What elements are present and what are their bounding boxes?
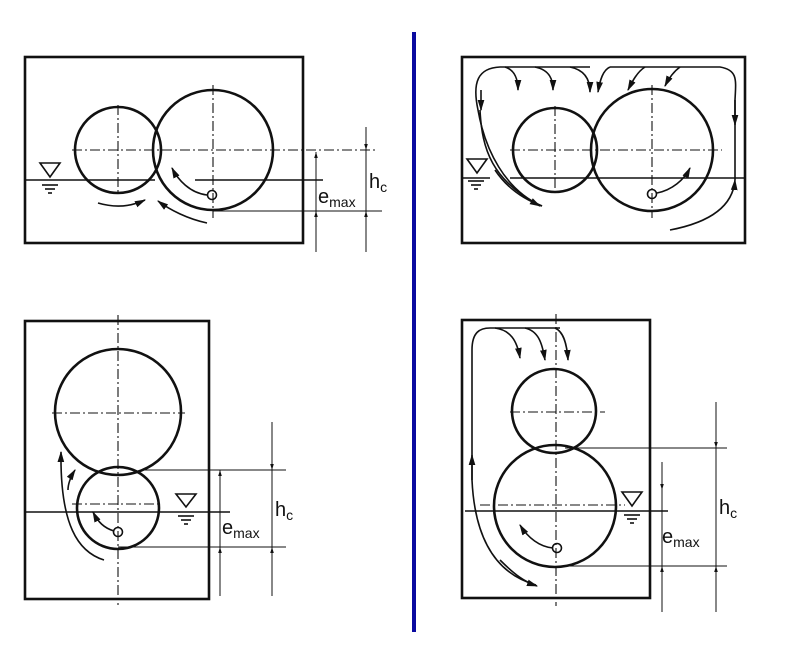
panel-top-right [460,55,747,245]
oil-level-symbol [465,158,489,190]
oil-level-symbol [620,491,644,524]
panel-top-left: hc emax [23,55,387,252]
emax-label: emax [222,517,260,541]
oil-level-symbol [38,162,62,194]
panel-bottom-left: hc emax [23,315,293,605]
hc-label: hc [719,497,737,521]
hc-label: hc [275,499,293,523]
emax-label: emax [662,526,700,550]
panel-bottom-right: hc emax [460,314,737,612]
oil-level-symbol [174,493,198,525]
hc-label: hc [369,171,387,195]
emax-label: emax [318,186,356,210]
